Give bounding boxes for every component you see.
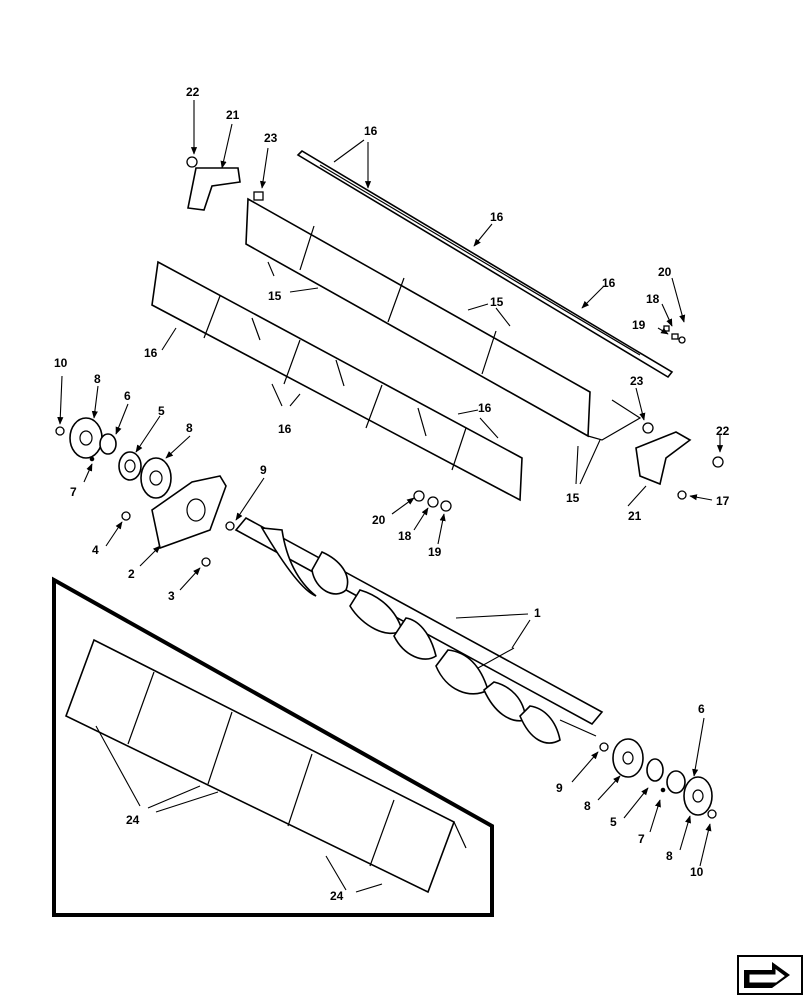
callout-17: 17 xyxy=(716,494,730,508)
callout-16-top: 16 xyxy=(364,124,378,138)
wear-strip-top xyxy=(296,149,674,379)
callout-15-bottom: 15 xyxy=(566,491,580,505)
callout-15-left: 15 xyxy=(268,289,282,303)
callout-16-panel-bottom: 16 xyxy=(278,422,292,436)
callout-24-bottom: 24 xyxy=(330,889,344,903)
callout-9-right: 9 xyxy=(556,781,563,795)
callout-22-top: 22 xyxy=(186,85,200,99)
callout-23-top: 23 xyxy=(264,131,278,145)
callout-8-right-b: 8 xyxy=(666,849,673,863)
inset-trough-panel xyxy=(64,638,467,894)
callout-10-left: 10 xyxy=(54,356,68,370)
callout-4: 4 xyxy=(92,543,99,557)
callout-16-right: 16 xyxy=(602,276,616,290)
inset-frame xyxy=(52,576,494,917)
next-page-arrow-icon[interactable] xyxy=(737,955,803,995)
callout-8-left-b: 8 xyxy=(186,421,193,435)
end-bracket-left xyxy=(187,167,241,211)
callout-19-bottom: 19 xyxy=(428,545,442,559)
end-plate xyxy=(121,475,235,567)
hardware-bottom xyxy=(413,490,452,512)
callout-7-right: 7 xyxy=(638,832,645,846)
callout-labels: 22 21 23 16 16 16 15 15 16 16 16 20 18 1… xyxy=(54,85,730,903)
trough-panel-upper xyxy=(245,197,642,441)
callout-18-bottom: 18 xyxy=(398,529,412,543)
callout-18-right: 18 xyxy=(646,292,660,306)
callout-15-mid: 15 xyxy=(490,295,504,309)
callout-16-panel-left: 16 xyxy=(144,346,158,360)
callout-20-bottom: 20 xyxy=(372,513,386,527)
callout-2: 2 xyxy=(128,567,135,581)
leader-lines xyxy=(57,100,724,893)
callout-8-right-a: 8 xyxy=(584,799,591,813)
callout-6-left: 6 xyxy=(124,389,131,403)
callout-22-right: 22 xyxy=(716,424,730,438)
auger-assembly xyxy=(234,516,604,744)
callout-5-left: 5 xyxy=(158,404,165,418)
bearing-stack-left xyxy=(55,417,172,499)
callout-24-left: 24 xyxy=(126,813,140,827)
callout-19-right: 19 xyxy=(632,318,646,332)
callout-5-right: 5 xyxy=(610,815,617,829)
end-bracket-right xyxy=(635,431,692,486)
callout-9-left: 9 xyxy=(260,463,267,477)
trough-panel-lower xyxy=(151,260,523,502)
callout-8-left-a: 8 xyxy=(94,372,101,386)
callout-16-panel-right: 16 xyxy=(478,401,492,415)
callout-23-right: 23 xyxy=(630,374,644,388)
callout-7-left: 7 xyxy=(70,485,77,499)
callout-10-right: 10 xyxy=(690,865,704,879)
callout-16-strip: 16 xyxy=(490,210,504,224)
bearing-stack-right xyxy=(599,738,717,819)
callout-3: 3 xyxy=(168,589,175,603)
callout-1: 1 xyxy=(534,606,541,620)
callout-21-top: 21 xyxy=(226,108,240,122)
callout-21-bottom: 21 xyxy=(628,509,642,523)
callout-6-right-a: 6 xyxy=(698,702,705,716)
callout-20-right: 20 xyxy=(658,265,672,279)
